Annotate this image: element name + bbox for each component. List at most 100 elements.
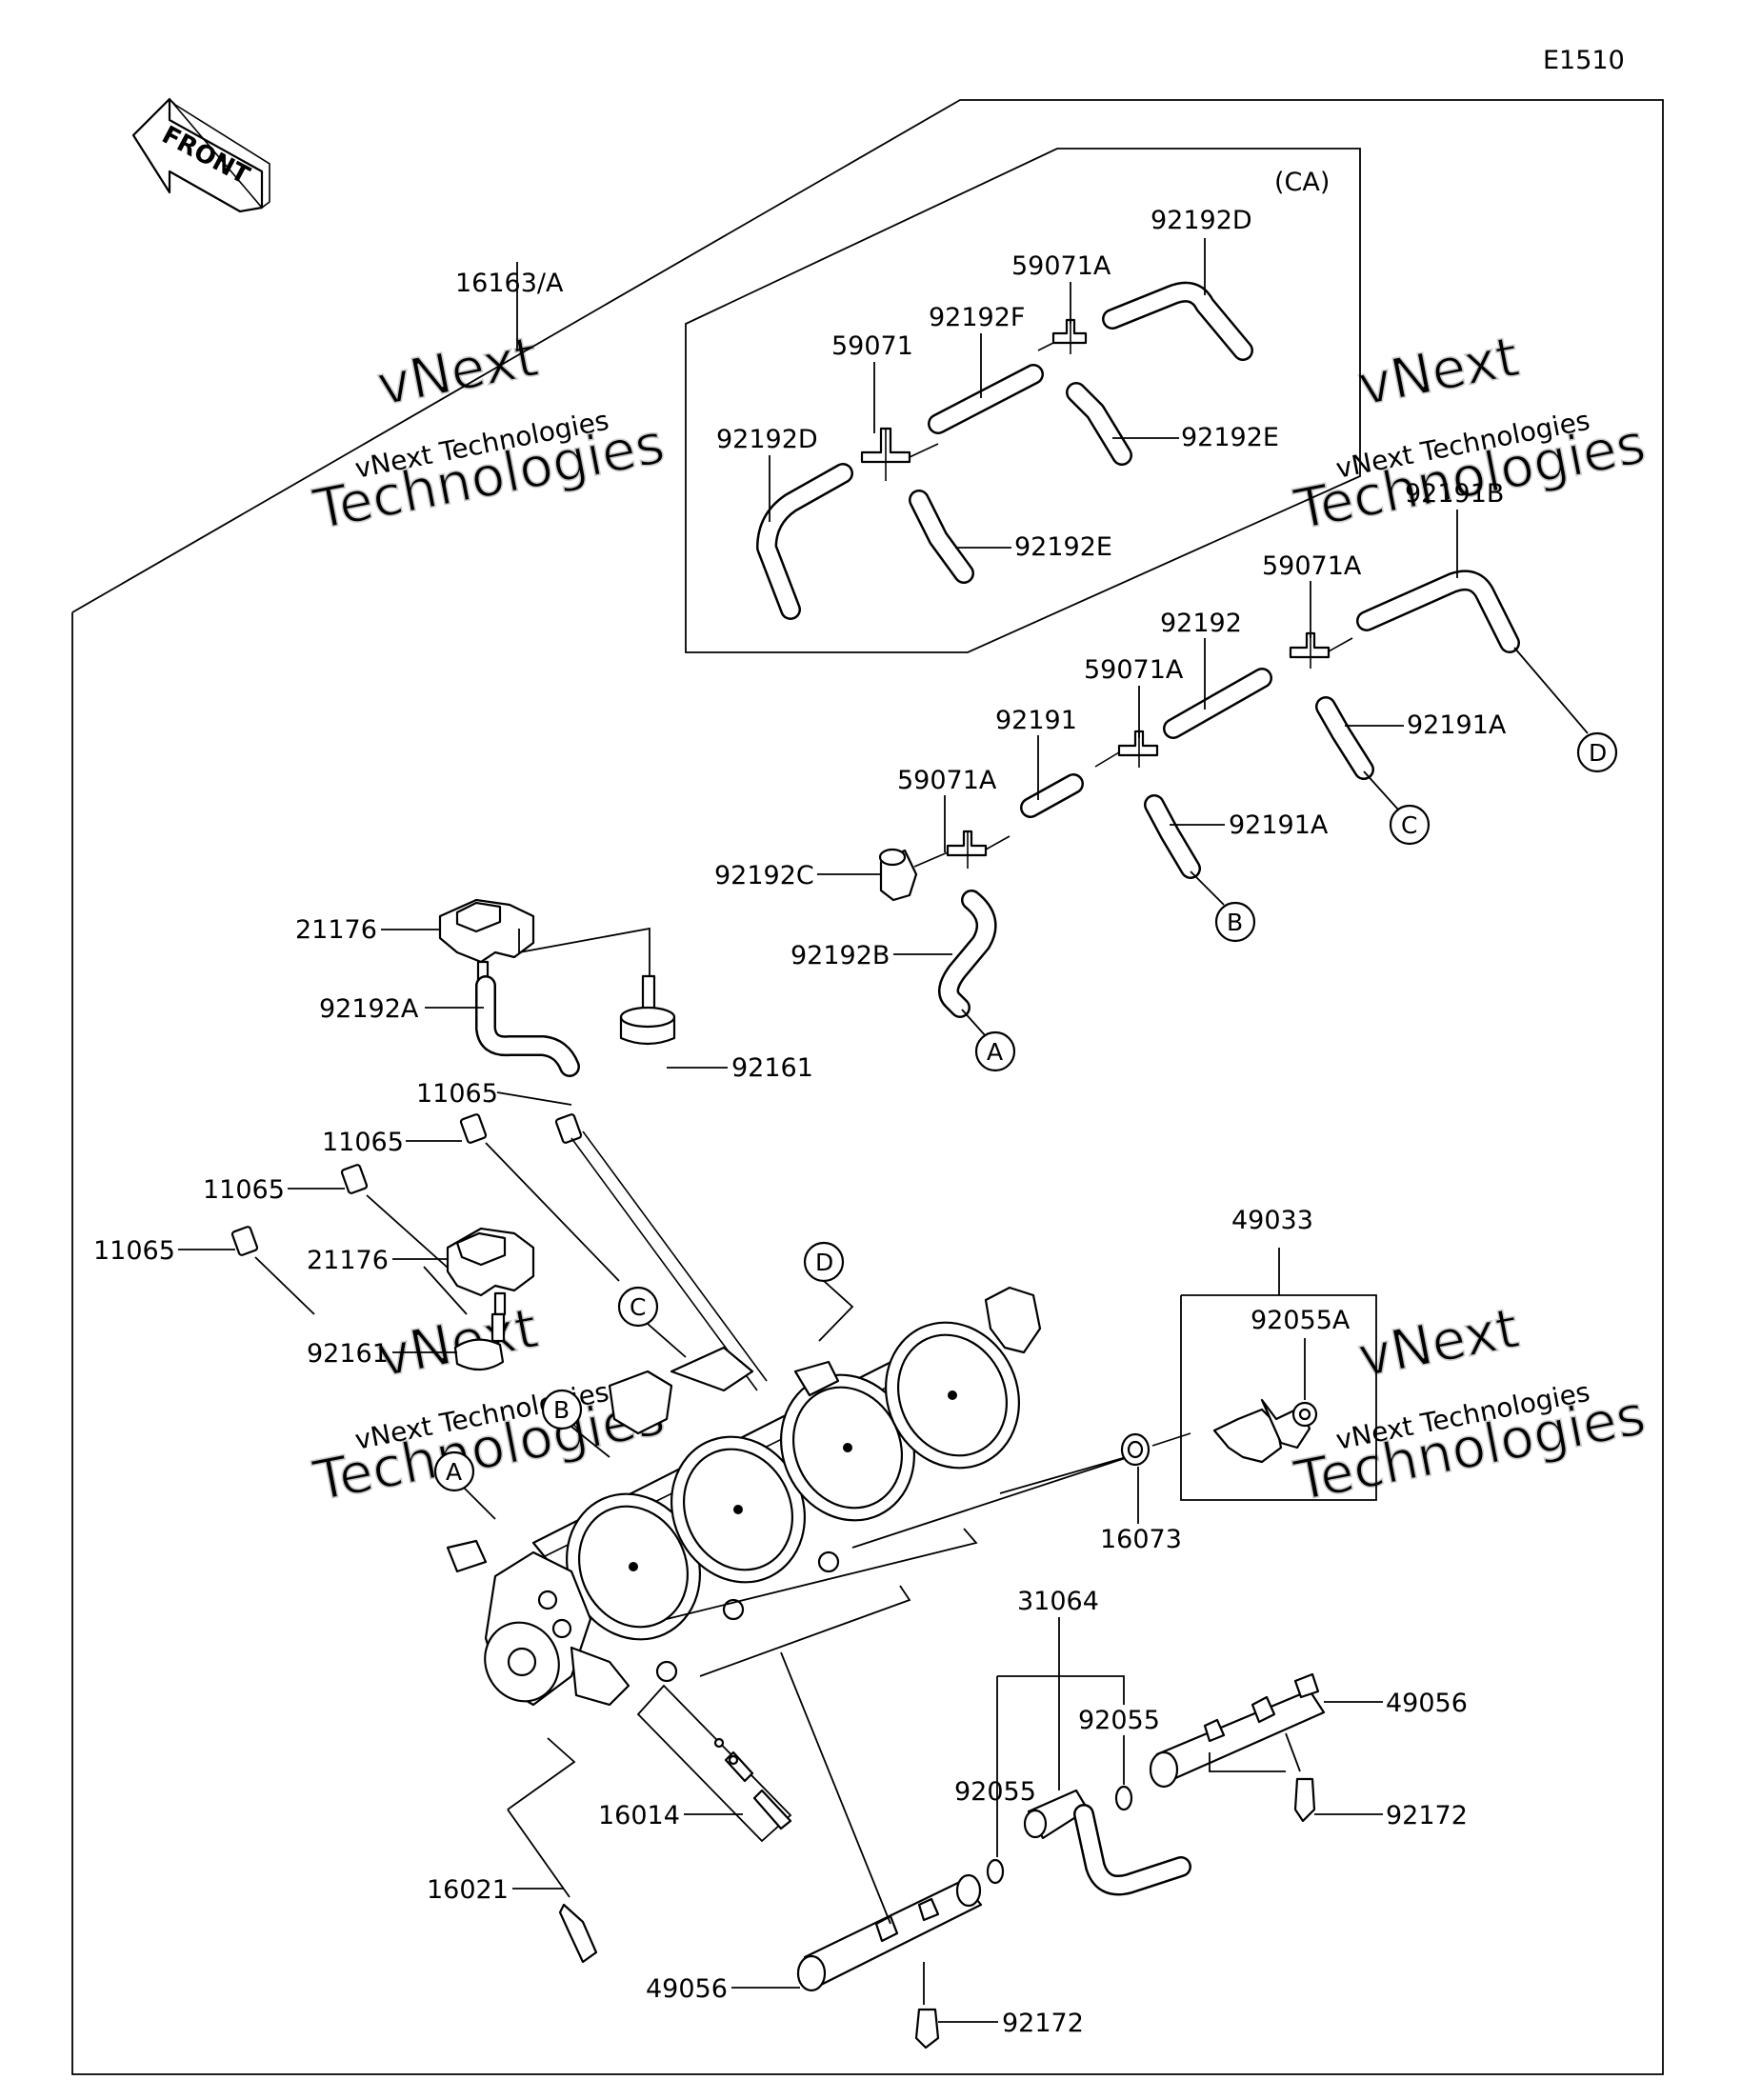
ca-tee-59071A bbox=[1037, 318, 1088, 354]
label-92172-right: 92172 bbox=[1386, 1801, 1468, 1830]
assembly-outline: 16163/A bbox=[71, 99, 1664, 2075]
seal-16073 bbox=[1120, 1432, 1191, 1467]
label-21176-top: 21176 bbox=[295, 915, 377, 945]
hose-92192B bbox=[938, 890, 997, 1018]
label-31064: 31064 bbox=[1017, 1587, 1099, 1616]
label-92191: 92191 bbox=[995, 706, 1077, 735]
ref-circle-d-top: D bbox=[1513, 647, 1618, 773]
label-92192C: 92192C bbox=[714, 861, 814, 890]
ref-circle-b-top: B bbox=[1190, 870, 1256, 943]
hose-92191 bbox=[1020, 773, 1084, 818]
label-ca-59071: 59071 bbox=[831, 331, 913, 361]
hose-92191A-mid bbox=[1144, 794, 1201, 879]
joint-31064 bbox=[1023, 1789, 1191, 1896]
cap-11065-2 bbox=[459, 1113, 488, 1144]
screw-16021 bbox=[507, 1737, 598, 1964]
ref-b-letter: B bbox=[1227, 909, 1243, 936]
label-92161-mid: 92161 bbox=[307, 1339, 389, 1369]
ref-d-letter: D bbox=[1589, 739, 1607, 767]
label-21176-mid: 21176 bbox=[307, 1246, 389, 1275]
label-16021: 16021 bbox=[427, 1875, 509, 1905]
throttle-bore-4 bbox=[885, 1321, 1020, 1470]
watermark-text: vNext bbox=[1353, 324, 1524, 418]
label-49056-right: 49056 bbox=[1386, 1689, 1468, 1718]
watermark-1: vNext vNext Technologies Technologies bbox=[307, 323, 670, 543]
watermark-text: vNext bbox=[1353, 1295, 1524, 1390]
ref-c-letter: C bbox=[1401, 811, 1417, 839]
ca-box: (CA) bbox=[685, 148, 1361, 653]
label-92192A: 92192A bbox=[319, 994, 419, 1024]
label-92055-right: 92055 bbox=[1078, 1706, 1160, 1735]
ca-hose-92192D-left bbox=[756, 463, 853, 620]
label-11065-2: 11065 bbox=[322, 1128, 404, 1157]
label-11065-1: 11065 bbox=[416, 1079, 498, 1109]
label-49056-left: 49056 bbox=[646, 1974, 728, 2004]
label-ca-92192D-left: 92192D bbox=[716, 425, 818, 454]
oring-92055-left bbox=[986, 1858, 1005, 1885]
label-16073: 16073 bbox=[1100, 1525, 1182, 1554]
ref-a-letter: A bbox=[987, 1038, 1003, 1066]
label-ca-92192E-bottom: 92192E bbox=[1014, 532, 1112, 562]
label-ca-92192F: 92192F bbox=[929, 303, 1025, 332]
tee-59071A-right bbox=[1289, 631, 1353, 669]
assembly-label: 16163/A bbox=[455, 269, 564, 298]
tee-59071A-mid bbox=[1094, 730, 1159, 768]
ref-c-letter: C bbox=[630, 1293, 646, 1321]
hose-92192 bbox=[1163, 668, 1272, 739]
label-92191B: 92191B bbox=[1405, 479, 1504, 509]
label-16014: 16014 bbox=[598, 1801, 680, 1830]
label-59071A-left: 59071A bbox=[897, 766, 997, 795]
label-92191A-right: 92191A bbox=[1407, 710, 1507, 740]
label-49033: 49033 bbox=[1231, 1206, 1313, 1235]
hose-92191A-right bbox=[1315, 696, 1374, 780]
ref-d-letter: D bbox=[815, 1249, 833, 1276]
ref-b-letter: B bbox=[553, 1396, 570, 1424]
bolt-92172-left bbox=[914, 2008, 940, 2050]
ref-circle-c-body: C bbox=[617, 1286, 687, 1358]
pipe-49056-left bbox=[796, 1873, 983, 1992]
ref-circle-b-body: B bbox=[541, 1389, 610, 1458]
label-92192B: 92192B bbox=[790, 941, 890, 970]
ca-tee-59071 bbox=[860, 427, 939, 481]
label-92055-left: 92055 bbox=[954, 1777, 1036, 1807]
nozzle-92161-mid bbox=[453, 1312, 506, 1371]
cap-11065-1 bbox=[554, 1113, 768, 1391]
injector-kit-49033 bbox=[1180, 1248, 1377, 1501]
label-92172-left: 92172 bbox=[1002, 2009, 1084, 2038]
front-arrow: FRONT bbox=[131, 97, 270, 213]
hose-92191B bbox=[1356, 570, 1520, 653]
ca-hose-92192E-right bbox=[1066, 382, 1132, 466]
label-11065-4: 11065 bbox=[93, 1236, 175, 1266]
throttle-body-assembly bbox=[446, 1286, 1144, 1707]
ca-hose-92192E-bottom bbox=[909, 490, 974, 584]
ref-circle-a-top: A bbox=[961, 1009, 1016, 1072]
screw-16014 bbox=[636, 1684, 792, 1843]
cap-92192C bbox=[878, 848, 918, 902]
ca-hose-92192D-right bbox=[1102, 281, 1253, 361]
label-59071A-mid: 59071A bbox=[1084, 655, 1184, 685]
label-ca-92192E-right: 92192E bbox=[1181, 423, 1279, 452]
pipe-49056-right bbox=[1149, 1672, 1326, 1789]
label-92161-top: 92161 bbox=[731, 1053, 813, 1083]
tee-59071A-left bbox=[913, 830, 1011, 869]
page-code: E1510 bbox=[1543, 46, 1625, 75]
label-11065-3: 11065 bbox=[203, 1175, 285, 1205]
label-92191A-mid: 92191A bbox=[1229, 810, 1329, 840]
nozzle-92161-top bbox=[619, 974, 676, 1046]
ref-circle-a-body: A bbox=[433, 1450, 496, 1520]
ca-label: (CA) bbox=[1274, 168, 1330, 197]
oring-92055-right bbox=[1114, 1785, 1133, 1811]
watermark-text: vNext bbox=[372, 1295, 543, 1390]
bolt-92172-right bbox=[1293, 1777, 1316, 1823]
cap-11065-3 bbox=[340, 1164, 369, 1194]
throttle-bore-3 bbox=[780, 1373, 915, 1522]
ca-hose-92192F bbox=[928, 364, 1044, 434]
ref-circle-c-top: C bbox=[1363, 770, 1431, 846]
label-59071A-right: 59071A bbox=[1262, 551, 1362, 581]
label-ca-92192D-right: 92192D bbox=[1151, 206, 1252, 235]
throttle-bore-2 bbox=[670, 1435, 806, 1584]
label-92055A: 92055A bbox=[1251, 1306, 1351, 1335]
ref-circle-d-body: D bbox=[803, 1241, 854, 1342]
label-92192: 92192 bbox=[1160, 609, 1242, 638]
